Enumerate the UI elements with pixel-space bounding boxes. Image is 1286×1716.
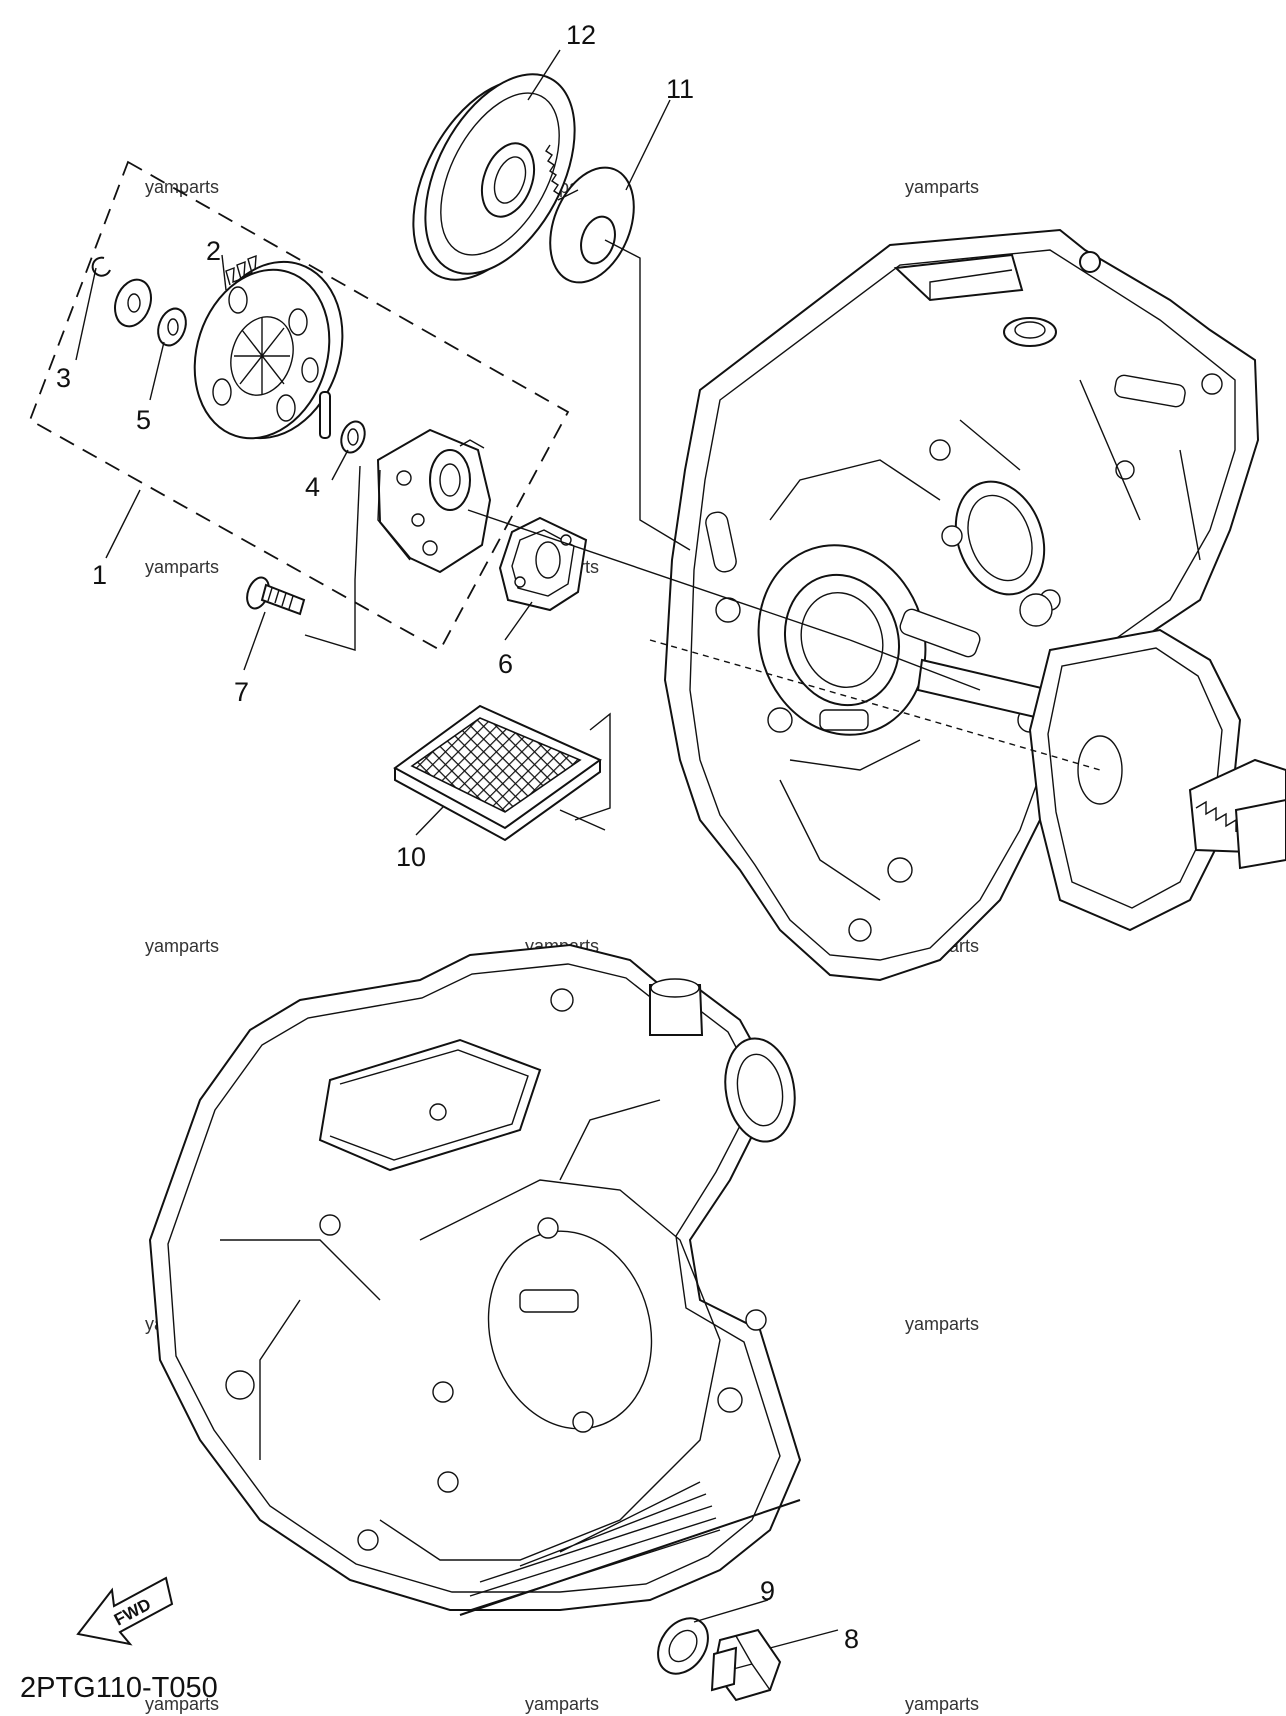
watermark: yamparts: [905, 177, 979, 197]
callout-12: 12: [566, 20, 596, 50]
callout-2: 2: [206, 236, 221, 266]
callout-7: 7: [234, 677, 249, 707]
callout-8: 8: [844, 1624, 859, 1654]
washers: [114, 278, 366, 454]
callout-4: 4: [305, 472, 320, 502]
leader-lines: [75, 49, 1101, 1649]
watermark: yamparts: [145, 557, 219, 577]
watermark: yamparts: [525, 1694, 599, 1714]
fwd-arrow-icon: FWD: [76, 1576, 174, 1646]
watermark: yamparts: [905, 1314, 979, 1334]
crankcase-right-half: [663, 228, 1260, 982]
part-2-pump-gear: [193, 254, 344, 440]
crankshaft: [916, 628, 1286, 932]
oil-pump-body: [376, 428, 492, 574]
part-7-screw: [246, 576, 306, 616]
dowel-pin: [319, 391, 331, 439]
callout-10: 10: [396, 842, 426, 872]
watermark: yamparts: [905, 1694, 979, 1714]
callout-1: 1: [92, 560, 107, 590]
part-12-seal-cover: [412, 73, 576, 281]
crankcase-left-half: [148, 943, 802, 1616]
part-10-oil-strainer: [393, 704, 602, 842]
part-11-drive-gear: [545, 144, 635, 284]
oil-pump-assembly-outline: [28, 160, 570, 652]
part-9-washer: [657, 1617, 709, 1675]
callout-numbers: 1 2 3 4 5 6 7 8 9 10 11 12: [56, 20, 859, 1654]
callout-3: 3: [56, 363, 71, 393]
callout-5: 5: [136, 405, 151, 435]
callout-9: 9: [760, 1576, 775, 1606]
watermark: yamparts: [145, 1694, 219, 1714]
callout-11: 11: [666, 74, 694, 104]
callout-6: 6: [498, 649, 513, 679]
watermark: yamparts: [145, 177, 219, 197]
watermark: yamparts: [145, 936, 219, 956]
part-3-circlip: [91, 256, 111, 277]
diagram-code: 2PTG110-T050: [20, 1672, 218, 1704]
part-8-drain-bolt: [710, 1628, 782, 1702]
part-6-gasket: [498, 516, 588, 612]
